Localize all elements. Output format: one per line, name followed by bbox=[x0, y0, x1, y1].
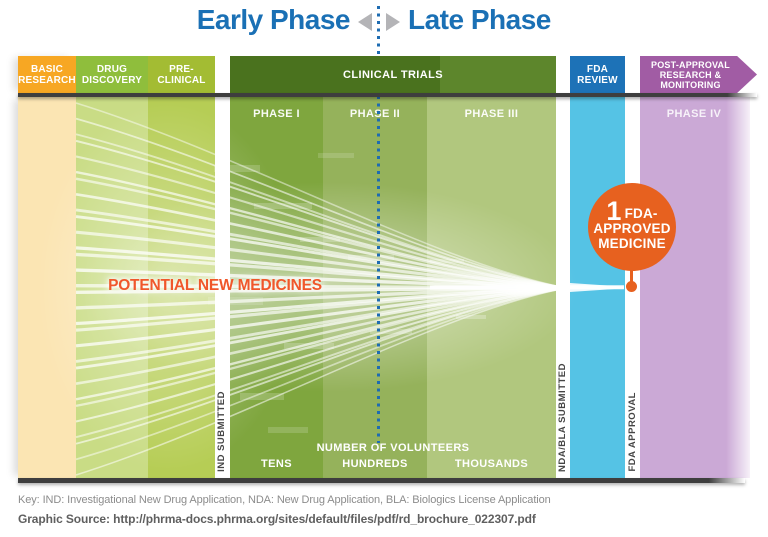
phase-divider-dotted-line bbox=[377, 6, 380, 443]
fda-approval-label: FDA APPROVAL bbox=[627, 392, 638, 472]
stage-header-post-approval-label: POST-APPROVAL RESEARCH & MONITORING bbox=[651, 59, 730, 90]
right-edge-fade bbox=[726, 97, 758, 478]
stage-header-basic-research-label: BASIC RESEARCH bbox=[18, 63, 76, 86]
header-shadow-bar bbox=[18, 93, 757, 97]
potential-new-medicines-label: POTENTIAL NEW MEDICINES bbox=[108, 277, 322, 294]
stage-header-drug-discovery-label: DRUG DISCOVERY bbox=[81, 63, 143, 86]
phase3-label: PHASE III bbox=[464, 108, 519, 120]
stage-header-post-approval: POST-APPROVAL RESEARCH & MONITORING bbox=[640, 56, 757, 93]
approved-medicine-stem bbox=[630, 266, 633, 284]
stage-header-basic-research: BASIC RESEARCH bbox=[18, 56, 76, 93]
volunteers-thousands-label: THOUSANDS bbox=[454, 458, 529, 470]
phase4-label: PHASE IV bbox=[666, 108, 722, 120]
stage-header-fda-review-label: FDA REVIEW bbox=[577, 63, 618, 86]
approved-rest: FDA- bbox=[624, 205, 658, 221]
footer-source-text: Graphic Source: http://phrma-docs.phrma.… bbox=[18, 512, 536, 526]
approved-medicine-dot bbox=[626, 281, 637, 292]
volunteers-tens-label: TENS bbox=[261, 458, 292, 470]
stage-header-fda-review: FDA REVIEW bbox=[570, 56, 625, 93]
volunteers-hundreds-label: HUNDREDS bbox=[342, 458, 408, 470]
bottom-shadow-bar bbox=[18, 478, 745, 483]
potential-medicines-funnel bbox=[38, 102, 625, 476]
nda-bla-submitted-label: NDA/BLA SUBMITTED bbox=[557, 363, 568, 472]
number-of-volunteers-label: NUMBER OF VOLUNTEERS bbox=[316, 441, 470, 454]
stage-header-clinical-trials-light bbox=[440, 56, 556, 93]
arrow-left-icon bbox=[358, 13, 372, 31]
ind-submitted-label: IND SUBMITTED bbox=[216, 391, 227, 472]
arrow-right-icon bbox=[386, 13, 400, 31]
approved-medicine-line2: APPROVED bbox=[593, 220, 671, 236]
stage-header-clinical-trials-label: CLINICAL TRIALS bbox=[343, 68, 443, 81]
approved-count: 1 bbox=[606, 195, 622, 226]
stage-header-clinical-trials-dark bbox=[230, 56, 440, 93]
phase1-label: PHASE I bbox=[253, 108, 300, 120]
approved-medicine-line3: MEDICINE bbox=[598, 235, 666, 251]
stage-header-drug-discovery: DRUG DISCOVERY bbox=[76, 56, 148, 93]
stage-header-pre-clinical-label: PRE-CLINICAL bbox=[157, 63, 206, 86]
early-phase-title: Early Phase bbox=[196, 4, 351, 35]
late-phase-title: Late Phase bbox=[408, 4, 551, 35]
footer-key-text: Key: IND: Investigational New Drug Appli… bbox=[18, 494, 551, 506]
stage-header-pre-clinical: PRE-CLINICAL bbox=[148, 56, 215, 93]
phase2-label: PHASE II bbox=[349, 108, 401, 120]
